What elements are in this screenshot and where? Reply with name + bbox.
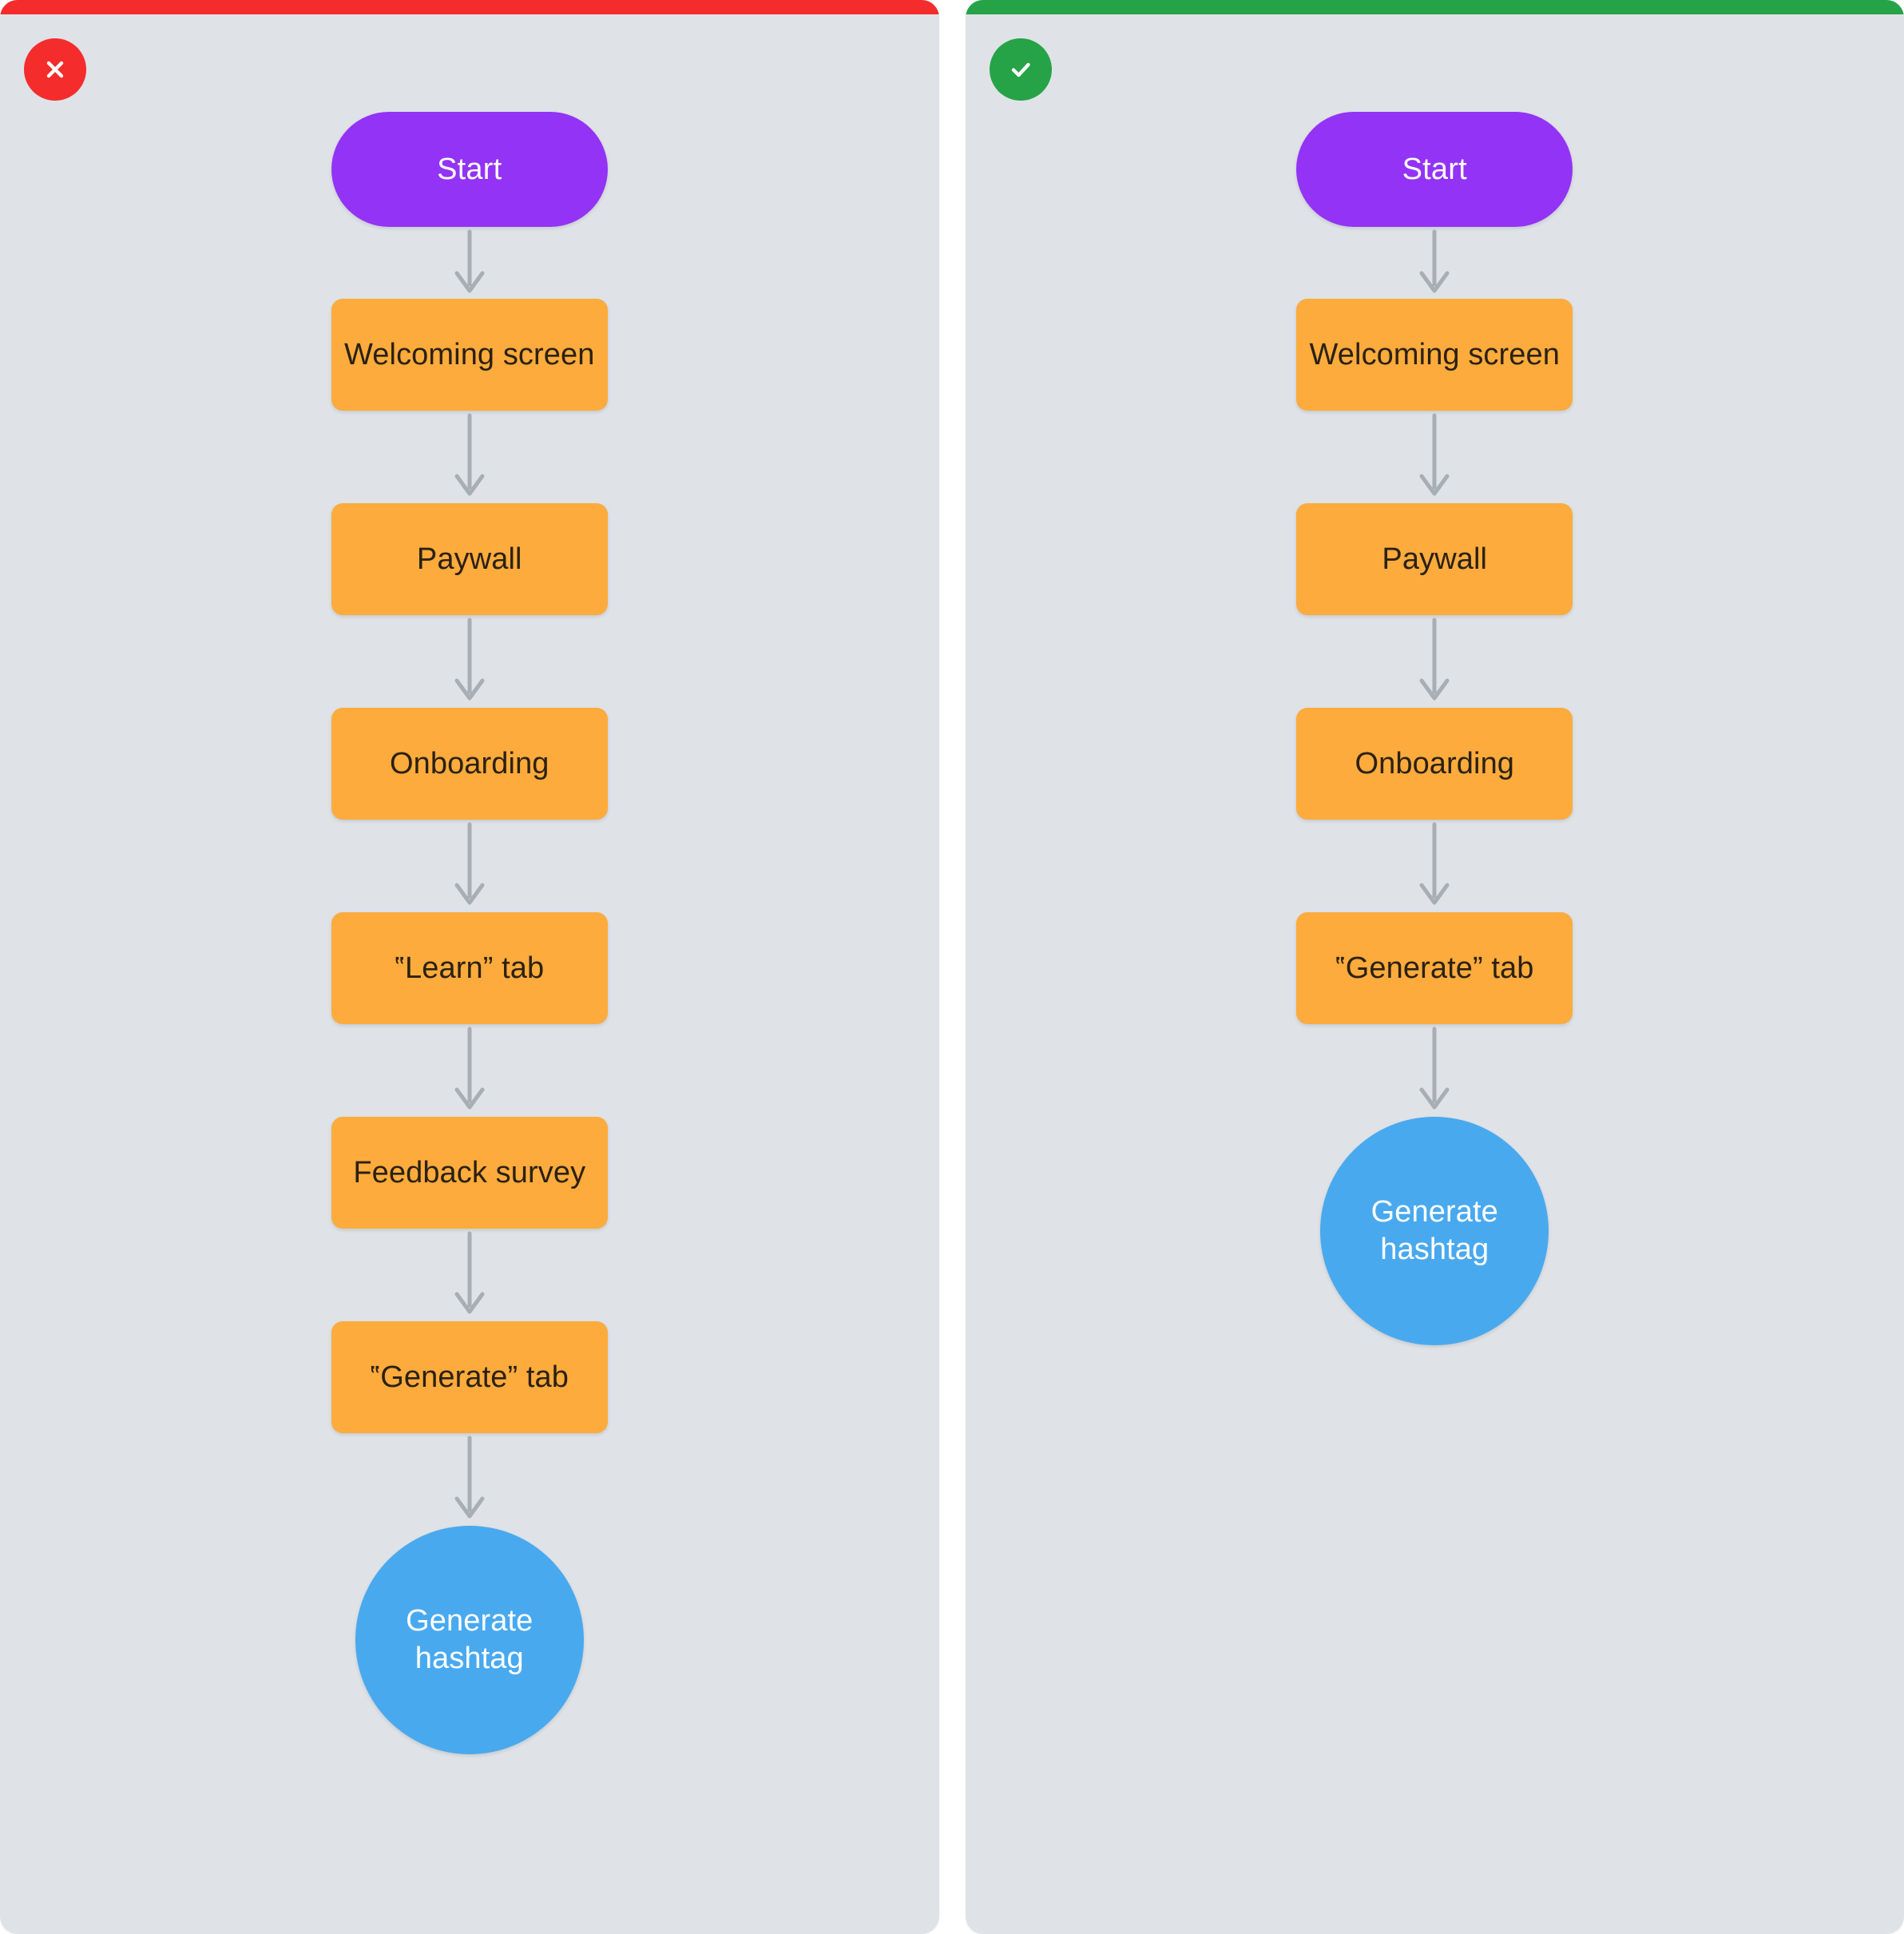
flow-node-onboarding[interactable]: Onboarding <box>331 708 608 820</box>
connector-arrow <box>446 1433 494 1526</box>
panel-bad-flow: Start Welcoming screen Paywall <box>0 0 939 1934</box>
flow-diagram-good: Start Welcoming screen Paywall <box>966 0 1904 1934</box>
flow-node-welcoming-screen[interactable]: Welcoming screen <box>331 299 608 411</box>
connector-arrow <box>446 1024 494 1117</box>
connector-arrow <box>1410 615 1458 708</box>
flow-node-label-line1: Generate <box>1370 1194 1498 1229</box>
connector-arrow <box>1410 1024 1458 1117</box>
flow-node-label-line2: hashtag <box>415 1642 524 1675</box>
connector-arrow <box>1410 820 1458 912</box>
flow-node-label-line1: Generate <box>406 1603 534 1638</box>
panel-accent-bar-good <box>965 0 1904 14</box>
flow-node-generate-tab[interactable]: ‟Generate” tab <box>331 1321 608 1433</box>
flow-node-start[interactable]: Start <box>331 112 608 227</box>
flow-diagram-bad: Start Welcoming screen Paywall <box>0 0 939 1934</box>
flow-node-paywall[interactable]: Paywall <box>331 503 608 615</box>
flow-node-generate-tab[interactable]: ‟Generate” tab <box>1296 912 1573 1024</box>
connector-arrow <box>446 615 494 708</box>
flow-node-label-line2: hashtag <box>1380 1233 1489 1266</box>
connector-arrow <box>446 227 494 299</box>
flow-node-welcoming-screen[interactable]: Welcoming screen <box>1296 299 1573 411</box>
connector-arrow <box>1410 227 1458 299</box>
check-icon <box>989 38 1052 101</box>
flow-node-paywall[interactable]: Paywall <box>1296 503 1573 615</box>
flow-node-learn-tab[interactable]: ‟Learn” tab <box>331 912 608 1024</box>
connector-arrow <box>446 820 494 912</box>
flow-node-start[interactable]: Start <box>1296 112 1573 227</box>
connector-arrow <box>446 411 494 503</box>
panel-good-flow: Start Welcoming screen Paywall <box>965 0 1904 1934</box>
panel-accent-bar-bad <box>0 0 939 14</box>
flow-node-feedback-survey[interactable]: Feedback survey <box>331 1117 608 1229</box>
connector-arrow <box>446 1229 494 1321</box>
flow-node-onboarding[interactable]: Onboarding <box>1296 708 1573 820</box>
flow-node-generate-hashtag[interactable]: Generate hashtag <box>355 1526 584 1754</box>
close-icon <box>24 38 86 101</box>
flow-node-generate-hashtag[interactable]: Generate hashtag <box>1320 1117 1549 1345</box>
connector-arrow <box>1410 411 1458 503</box>
